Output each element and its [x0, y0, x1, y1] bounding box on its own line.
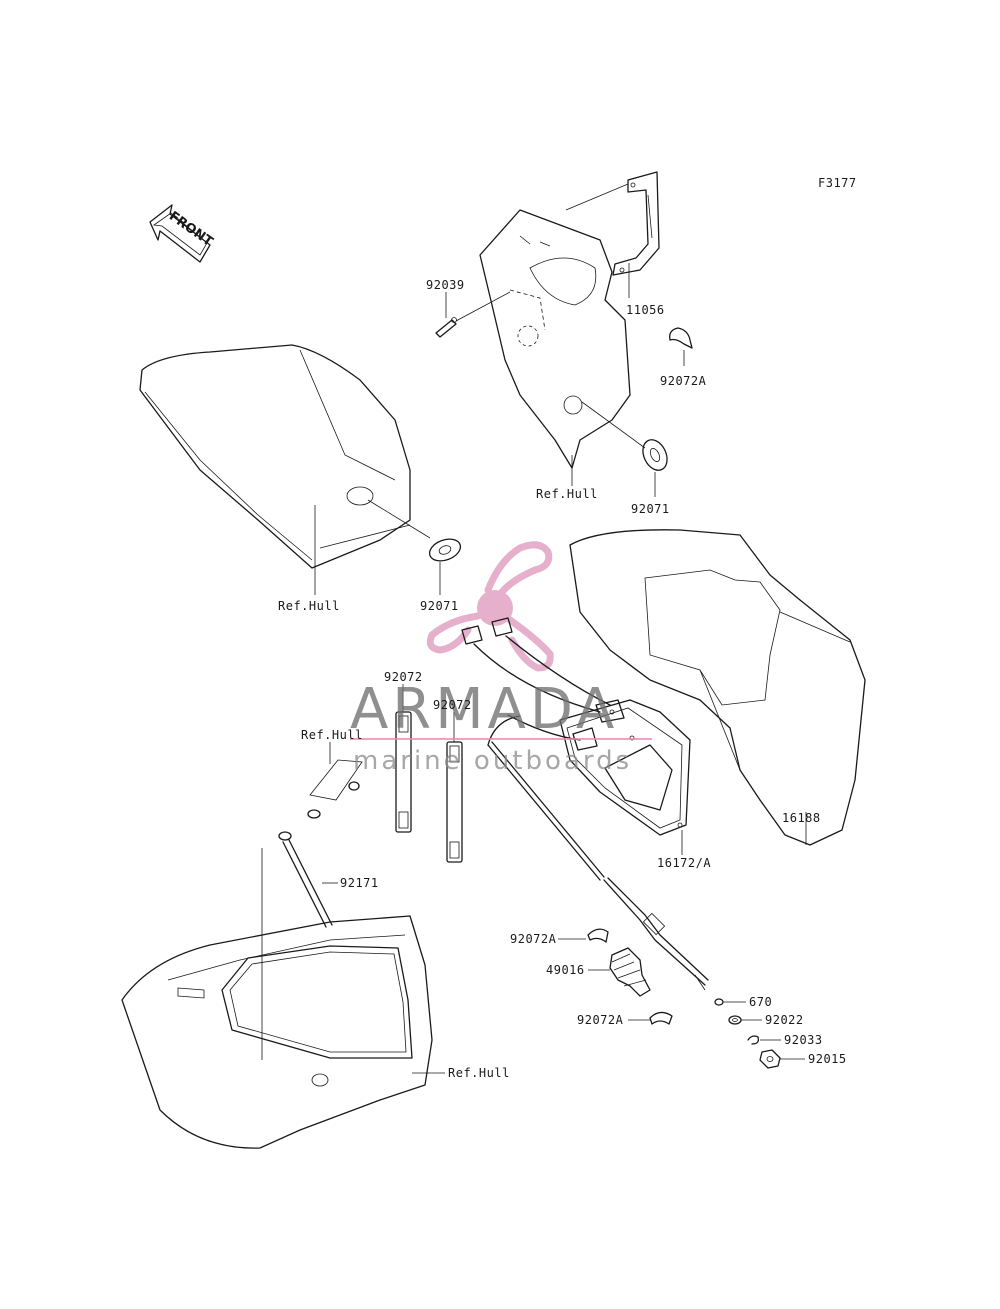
- label-92071-left: 92071: [420, 599, 459, 613]
- label-92072a-top: 92072A: [660, 374, 707, 388]
- label-670: 670: [749, 995, 772, 1009]
- lockwasher-92033: [747, 1035, 760, 1045]
- label-refhull-upper: Ref.Hull: [536, 487, 598, 501]
- label-refhull-mid: Ref.Hull: [301, 728, 363, 742]
- strap-92072-a: [395, 711, 412, 833]
- label-92071-right: 92071: [631, 502, 670, 516]
- strap-92072-b: [446, 741, 463, 863]
- washer-670: [714, 998, 724, 1006]
- label-49016: 49016: [546, 963, 585, 977]
- clamp-92072a-top: [669, 327, 693, 349]
- label-92039: 92039: [426, 278, 465, 292]
- control-cable: [487, 741, 709, 991]
- washer-92022: [728, 1015, 742, 1025]
- label-92072a-mid: 92072A: [510, 932, 557, 946]
- front-label: FRONT: [166, 209, 215, 250]
- diagram-code: F3177: [818, 176, 857, 190]
- nut-92015: [759, 1049, 781, 1069]
- label-refhull-left: Ref.Hull: [278, 599, 340, 613]
- hull-lower-shape: [121, 915, 433, 1149]
- label-92015: 92015: [808, 1052, 847, 1066]
- label-16172a: 16172/A: [657, 856, 711, 870]
- label-16188: 16188: [782, 811, 821, 825]
- label-92171: 92171: [340, 876, 379, 890]
- control-box-16172a: [559, 699, 691, 836]
- label-92072-b: 92072: [433, 698, 472, 712]
- label-92072a-low: 92072A: [577, 1013, 624, 1027]
- label-refhull-bottom: Ref.Hull: [448, 1066, 510, 1080]
- watermark-title: ARMADA: [350, 677, 618, 742]
- label-92033: 92033: [784, 1033, 823, 1047]
- pin-92039: [435, 317, 457, 338]
- watermark-subtitle: marine outboards: [353, 746, 632, 776]
- small-panel-refhull: [307, 759, 363, 819]
- clamp-92072a-mid: [587, 928, 609, 943]
- armada-logo-icon: [426, 541, 554, 672]
- grommet-92071-right: [642, 439, 668, 471]
- label-92022: 92022: [765, 1013, 804, 1027]
- hull-side-panel: [479, 209, 631, 469]
- front-arrow-icon: FRONT: [149, 204, 215, 263]
- hull-left-shape: [139, 344, 411, 569]
- label-92072-a: 92072: [384, 670, 423, 684]
- clamp-92072a-low: [649, 1011, 673, 1025]
- label-11056: 11056: [626, 303, 665, 317]
- rod-92171: [278, 831, 333, 928]
- bracket-11056: [612, 171, 660, 276]
- grommet-92071-left: [428, 538, 462, 562]
- cover-16188: [569, 529, 866, 846]
- boot-49016: [609, 947, 651, 997]
